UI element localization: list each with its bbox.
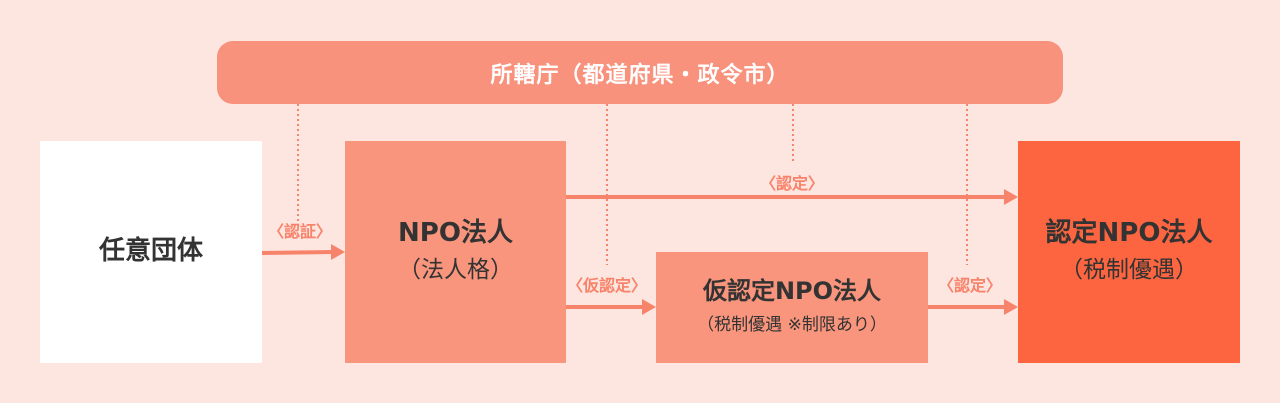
arrow-provisional-to-certified bbox=[928, 299, 1018, 315]
arrow-npo-to-provisional bbox=[566, 299, 656, 315]
node-provisional-npo: 仮認定NPO法人 （税制優遇 ※制限あり） bbox=[656, 252, 928, 363]
node-npo-corporation: NPO法人 （法人格） bbox=[345, 141, 566, 363]
node-voluntary-title: 任意団体 bbox=[98, 236, 203, 267]
node-provisional-subtitle: （税制優遇 ※制限あり） bbox=[697, 315, 887, 336]
edge-label-certification-lower: 〈認定〉 bbox=[937, 276, 1003, 295]
node-provisional-title: 仮認定NPO法人 bbox=[702, 277, 882, 306]
authority-bar: 所轄庁（都道府県・政令市） bbox=[217, 41, 1063, 104]
arrow-voluntary-to-npo bbox=[261, 244, 345, 260]
node-voluntary-group: 任意団体 bbox=[40, 141, 262, 363]
edge-label-authorization: 〈認証〉 bbox=[267, 222, 333, 241]
node-npo-subtitle: （法人格） bbox=[398, 256, 513, 283]
node-npo-title: NPO法人 bbox=[398, 217, 513, 248]
arrow-npo-to-certified bbox=[566, 189, 1018, 205]
node-certified-title: 認定NPO法人 bbox=[1045, 217, 1213, 248]
node-certified-npo: 認定NPO法人 （税制優遇） bbox=[1018, 141, 1240, 363]
edge-label-certification-upper: 〈認定〉 bbox=[759, 174, 825, 193]
edge-label-provisional-certification: 〈仮認定〉 bbox=[566, 276, 648, 295]
authority-label: 所轄庁（都道府県・政令市） bbox=[490, 62, 790, 88]
node-certified-subtitle: （税制優遇） bbox=[1060, 256, 1198, 283]
